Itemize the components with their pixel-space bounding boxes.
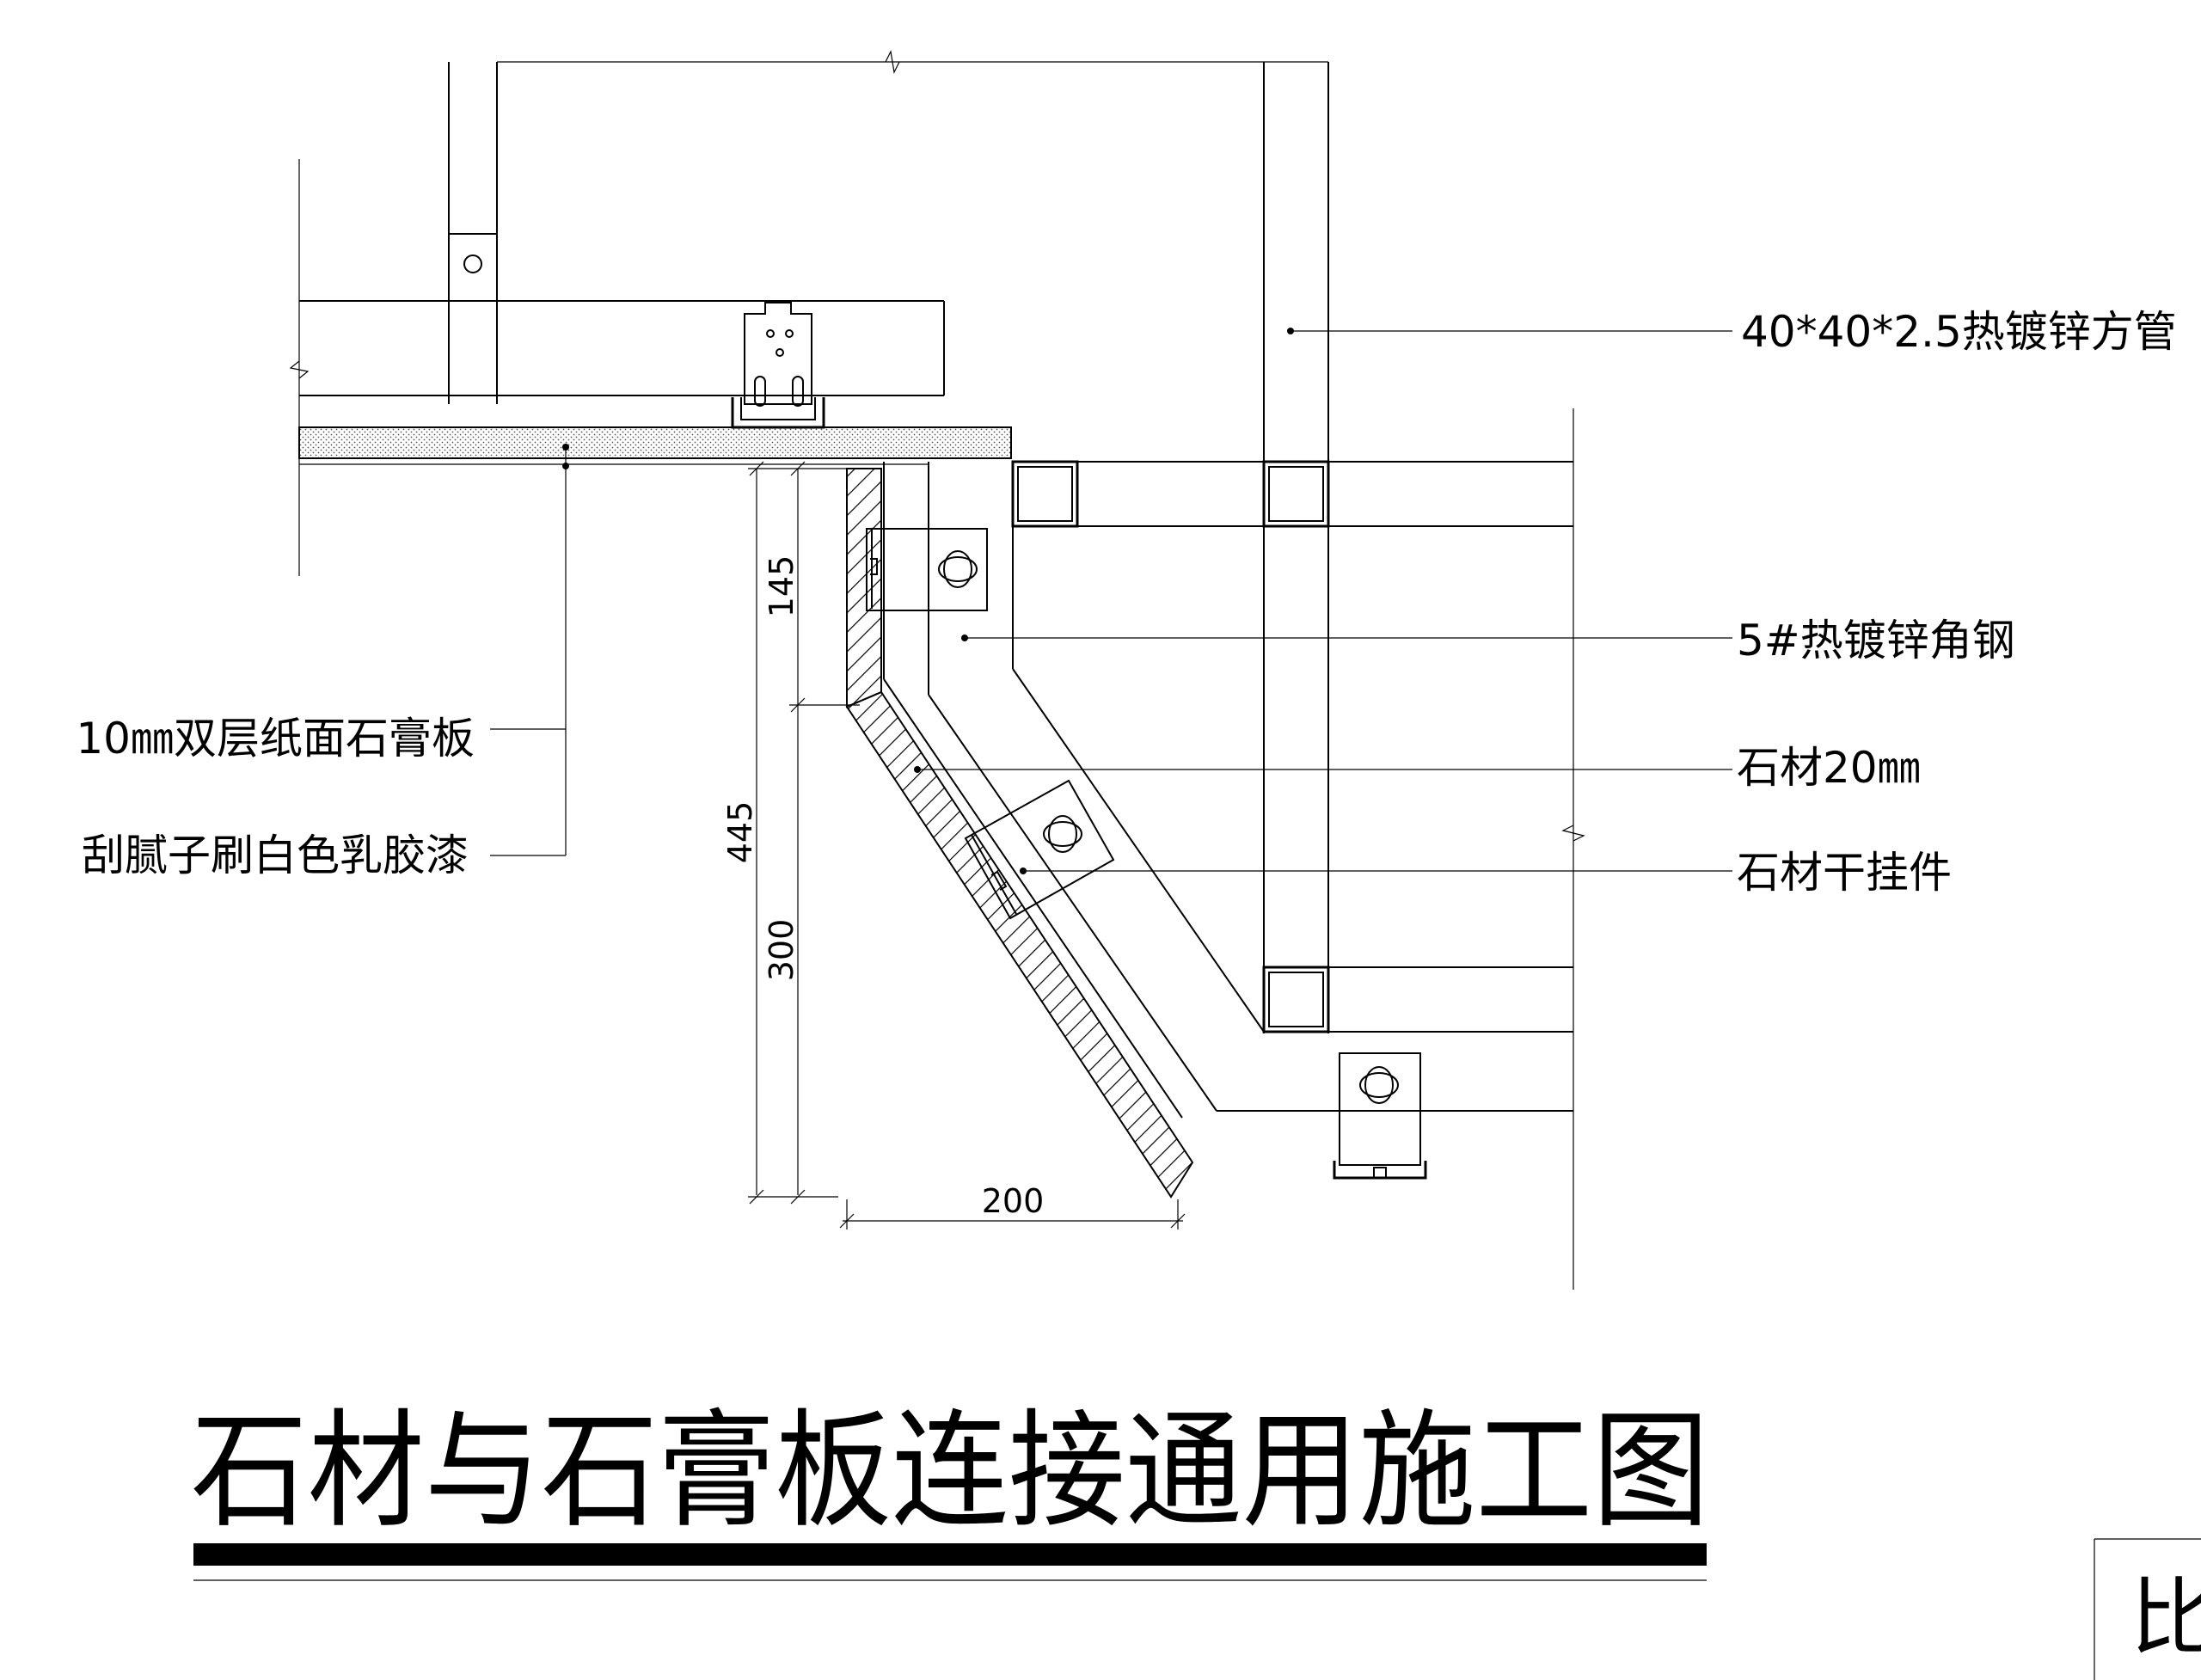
label-square-tube: 40*40*2.5热镀锌方管: [1741, 307, 2177, 357]
dimension-200: 200: [982, 1182, 1045, 1220]
label-stone-hanger: 石材干挂件: [1737, 848, 1952, 898]
dimension-445: 445: [721, 801, 759, 864]
dimension-lines: [748, 461, 1186, 1229]
title-underline-thick: [193, 1543, 1707, 1566]
label-stone: 石材20㎜: [1737, 743, 1921, 793]
drawing-title: 石材与石膏板连接通用施工图: [191, 1397, 1709, 1545]
label-paint: 刮腻子刷白色乳胶漆: [82, 831, 469, 880]
steel-frame-right: [1011, 62, 1585, 1290]
title-block-corner: [2094, 1538, 2201, 1680]
bolt-icon: [463, 254, 482, 273]
dimension-300: 300: [763, 919, 800, 982]
ceiling-hanger-clip: [731, 302, 825, 429]
angle-steel: [883, 462, 1573, 1119]
dimension-145: 145: [763, 555, 800, 618]
label-angle-steel: 5#热镀锌角钢: [1737, 616, 2015, 665]
stone-hanger-1: [866, 528, 988, 611]
stone-hanger-2: [964, 779, 1115, 920]
label-gypsum-board: 10㎜双层纸面石膏板: [76, 714, 475, 763]
leader-lines: [490, 330, 1732, 872]
gypsum-board: [298, 426, 1012, 469]
ceiling-frame-left: [289, 50, 1328, 576]
stone-cladding: [845, 468, 1194, 1199]
stone-hanger-3: [1333, 1052, 1427, 1180]
corner-text: 比: [2130, 1569, 2201, 1667]
